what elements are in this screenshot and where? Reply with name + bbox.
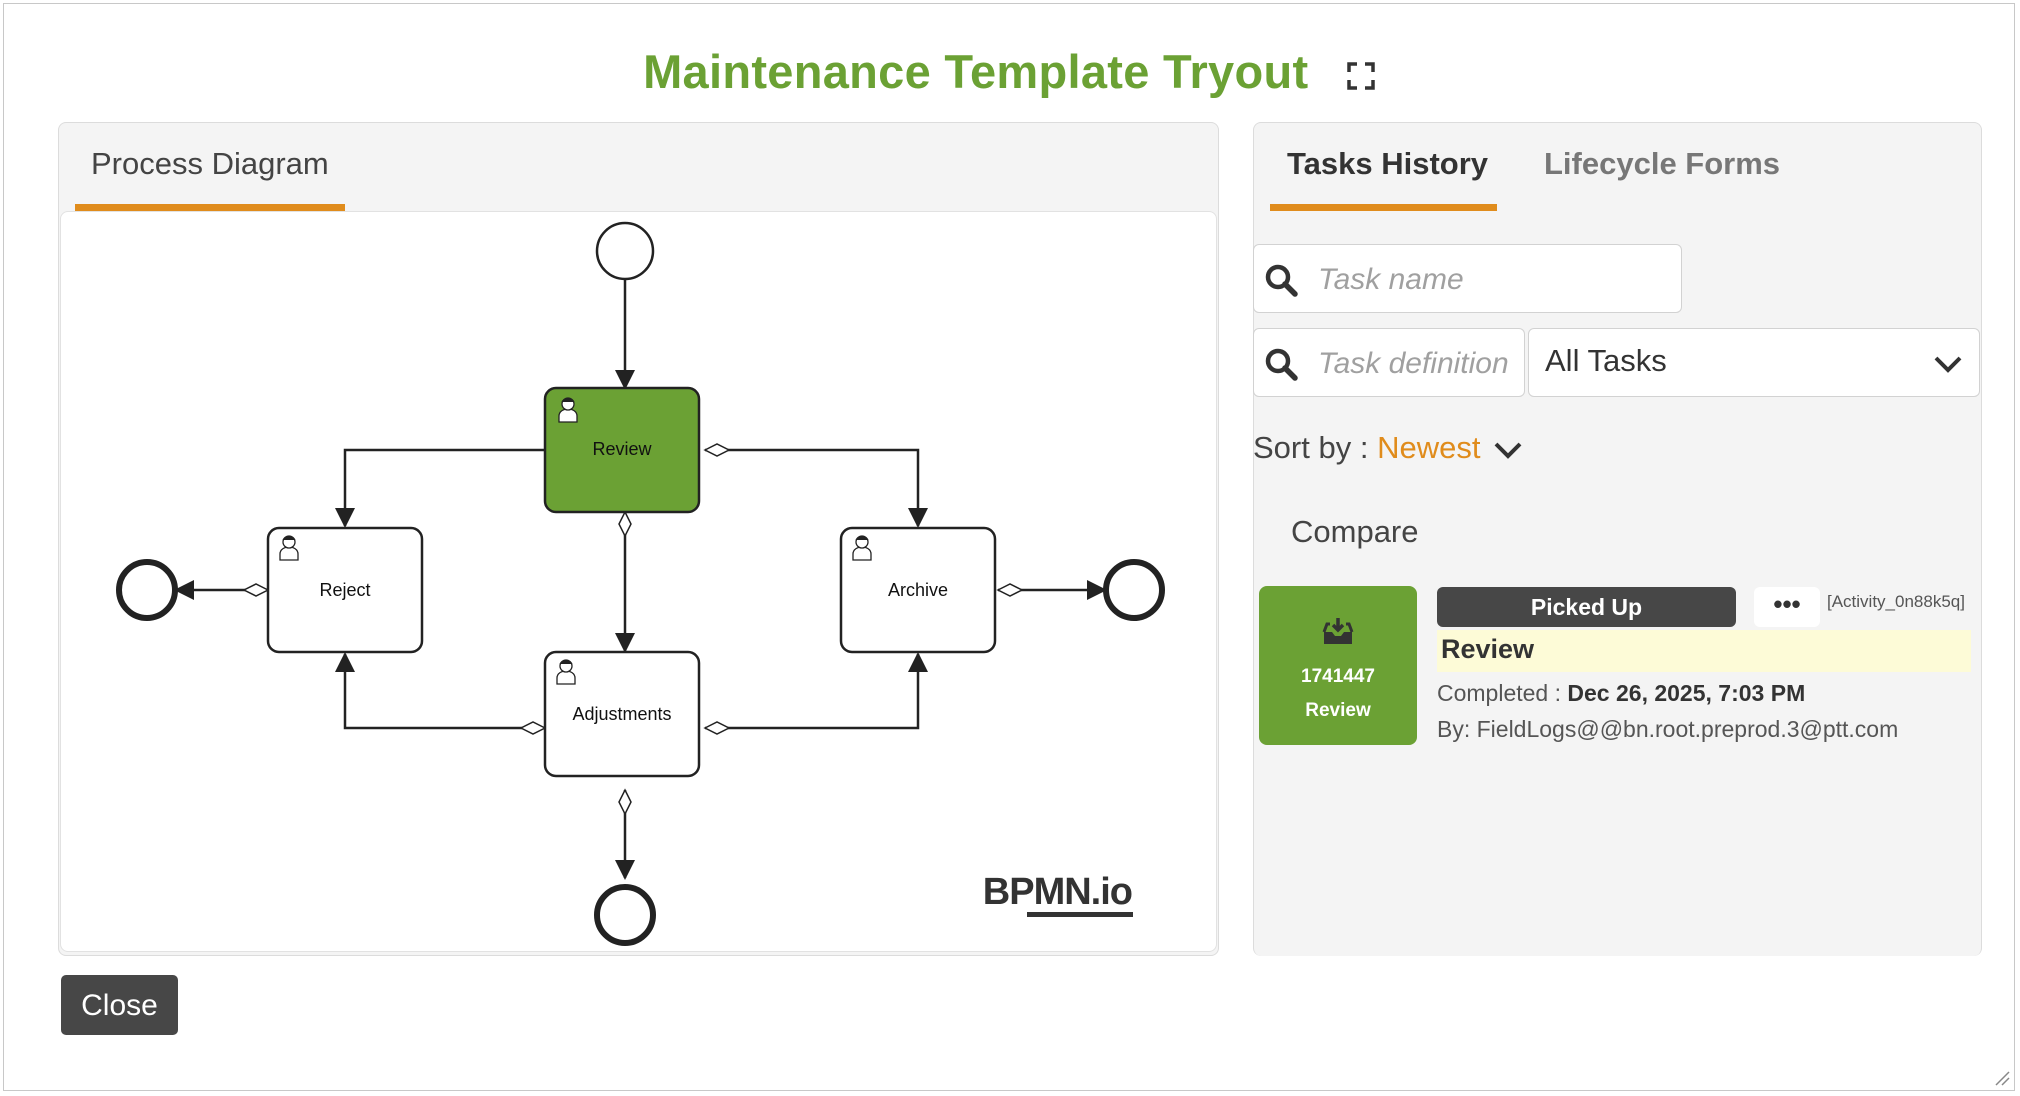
tab-process-diagram[interactable]: Process Diagram [75,123,361,211]
compare-button[interactable]: Compare [1291,514,1419,549]
resize-grip-icon[interactable] [1994,1070,2010,1086]
status-badge: Picked Up [1437,587,1736,627]
task-id: 1741447 [1301,666,1375,687]
task-card[interactable]: 1741447 Review Picked Up ••• [Activity_0… [1257,584,1980,747]
modal-header: Maintenance Template Tryout [4,44,2014,99]
task-review[interactable]: Review [543,386,701,514]
active-tab-indicator [75,204,345,211]
task-definition-input[interactable] [1316,343,1515,385]
chevron-down-icon [1934,356,1962,373]
task-name-search[interactable] [1253,244,1682,313]
by-value: FieldLogs@@bn.root.preprod.3@ptt.com [1476,716,1899,742]
page-title: Maintenance Template Tryout [643,45,1309,98]
start-event[interactable] [595,221,655,281]
tab-tasks-history[interactable]: Tasks History [1270,123,1497,211]
sort-label: Sort by : [1253,430,1369,465]
sort-control[interactable]: Sort by : Newest [1253,430,1523,466]
by-label: By: [1437,716,1471,742]
task-name-input[interactable] [1316,259,1670,301]
bpmn-io-logo: BPMN.io [983,871,1132,913]
process-diagram-panel: Process Diagram [58,122,1219,956]
task-name-bar: Review [1437,630,1971,672]
task-adjustments[interactable]: Adjustments [543,650,701,778]
chevron-down-icon [1494,442,1522,459]
tab-label: Process Diagram [91,146,329,181]
tasks-tabbar: Tasks History Lifecycle Forms [1254,123,1981,211]
completed-value: Dec 26, 2025, 7:03 PM [1567,680,1806,706]
task-reject-label: Reject [319,580,370,600]
end-event-archive[interactable] [1103,559,1165,621]
task-archive[interactable]: Archive [839,526,997,654]
task-filter-select[interactable]: All Tasks [1528,328,1980,397]
tab-label: Tasks History [1287,146,1489,181]
modal-dialog: Maintenance Template Tryout Process Diag… [3,3,2015,1091]
task-card-badge: 1741447 Review [1259,586,1417,745]
activity-ref: [Activity_0n88k5q] [1827,592,1965,611]
fullscreen-icon[interactable] [1347,61,1375,90]
task-definition-search[interactable] [1253,328,1525,397]
bpmn-canvas[interactable]: Review Reject [60,211,1217,952]
completed-by-line: By: FieldLogs@@bn.root.preprod.3@ptt.com [1437,716,1898,743]
task-adjustments-label: Adjustments [572,704,671,724]
more-options-button[interactable]: ••• [1754,587,1820,627]
end-event-adjustments[interactable] [594,884,656,946]
end-event-reject[interactable] [116,559,178,621]
close-button[interactable]: Close [61,975,178,1035]
sort-value: Newest [1377,430,1481,465]
task-name: Review [1441,634,1535,664]
completed-line: Completed : Dec 26, 2025, 7:03 PM [1437,680,1805,707]
task-step: Review [1305,700,1371,721]
task-reject[interactable]: Reject [266,526,424,654]
task-review-label: Review [592,439,652,459]
tab-label: Lifecycle Forms [1544,146,1781,181]
select-value: All Tasks [1545,343,1667,378]
active-tab-indicator [1270,204,1497,211]
inbox-download-icon [1322,618,1354,644]
search-icon [1265,264,1298,297]
completed-label: Completed : [1437,680,1562,706]
tab-lifecycle-forms[interactable]: Lifecycle Forms [1544,123,1804,211]
task-archive-label: Archive [888,580,948,600]
diagram-tabbar: Process Diagram [59,123,1218,211]
search-icon [1265,348,1298,381]
